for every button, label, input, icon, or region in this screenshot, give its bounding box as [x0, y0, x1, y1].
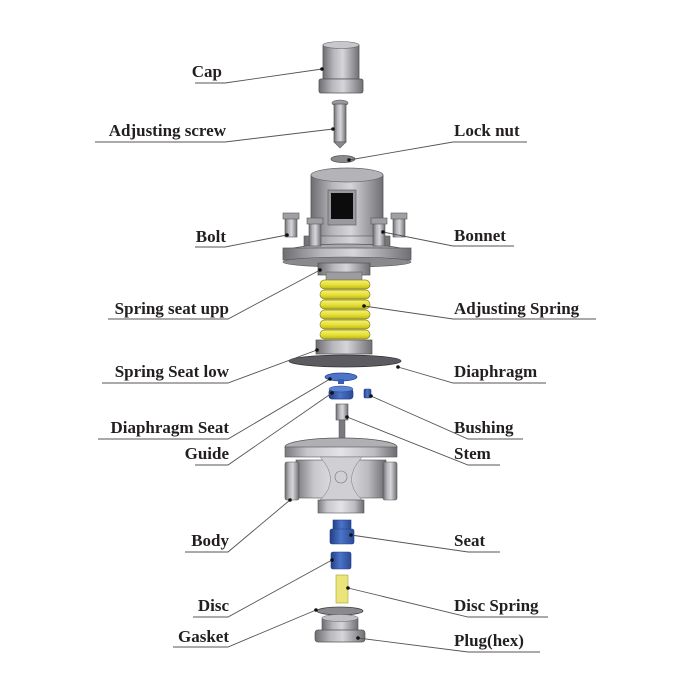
diaphragm-seat-part [324, 372, 358, 384]
leader-seat [350, 534, 500, 553]
leader-disc [193, 559, 333, 618]
leader-adjusting-screw [95, 128, 334, 143]
label-diaphragm-seat: Diaphragm Seat [110, 418, 229, 437]
label-plug-hex: Plug(hex) [454, 631, 524, 650]
leader-plug-hex [357, 637, 540, 653]
leader-diaphragm [397, 366, 546, 384]
leader-disc-spring [347, 587, 548, 618]
leader-bolt [195, 234, 288, 248]
guide-part [328, 385, 354, 400]
label-spring-seat-low: Spring Seat low [114, 362, 229, 381]
spring-seat-upper-part [317, 262, 371, 281]
leader-lines-left [95, 68, 334, 648]
label-cap: Cap [191, 62, 222, 81]
leader-diaphragm-seat [98, 378, 331, 440]
label-stem: Stem [454, 444, 491, 463]
adjusting-screw-part [331, 99, 349, 149]
label-disc-spring: Disc Spring [454, 596, 539, 615]
label-bolt: Bolt [195, 227, 226, 246]
leader-bushing [370, 395, 523, 440]
stem-part [335, 403, 349, 443]
gasket-part [316, 606, 364, 616]
disc-spring-part [335, 574, 349, 604]
leader-adjusting-spring [363, 305, 596, 320]
label-adjusting-screw: Adjusting screw [108, 121, 226, 140]
label-disc: Disc [197, 596, 229, 615]
label-lock-nut: Lock nut [454, 121, 520, 140]
spring-seat-lower-part [315, 339, 373, 355]
label-diaphragm: Diaphragm [454, 362, 538, 381]
leader-stem [346, 416, 500, 466]
leader-lines-right [346, 141, 596, 653]
label-bonnet: Bonnet [454, 226, 506, 245]
label-seat: Seat [454, 531, 486, 550]
cap-part [318, 41, 364, 94]
diaphragm-part [288, 354, 402, 368]
label-guide: Guide [184, 444, 229, 463]
body-part [284, 437, 398, 514]
leader-gasket [173, 609, 317, 648]
adjusting-spring-part [319, 279, 371, 340]
leader-spring-seat-upp [108, 269, 321, 320]
label-adjusting-spring: Adjusting Spring [454, 299, 580, 318]
leader-lock-nut [348, 141, 527, 161]
plug-hex-part [314, 614, 366, 643]
leader-cap [195, 68, 323, 84]
lock-nut-part [330, 155, 356, 163]
leader-spring-seat-low [102, 349, 318, 384]
bolt-parts [282, 212, 408, 247]
disc-part [330, 551, 352, 570]
seat-part [329, 519, 355, 545]
label-body: Body [191, 531, 229, 550]
bonnet-part [282, 167, 412, 268]
leader-dots [285, 67, 400, 640]
leader-bonnet [382, 231, 514, 247]
label-bushing: Bushing [454, 418, 514, 437]
label-gasket: Gasket [178, 627, 229, 646]
label-spring-seat-upp: Spring seat upp [114, 299, 229, 318]
leader-guide [195, 392, 333, 466]
leader-body [185, 499, 291, 553]
